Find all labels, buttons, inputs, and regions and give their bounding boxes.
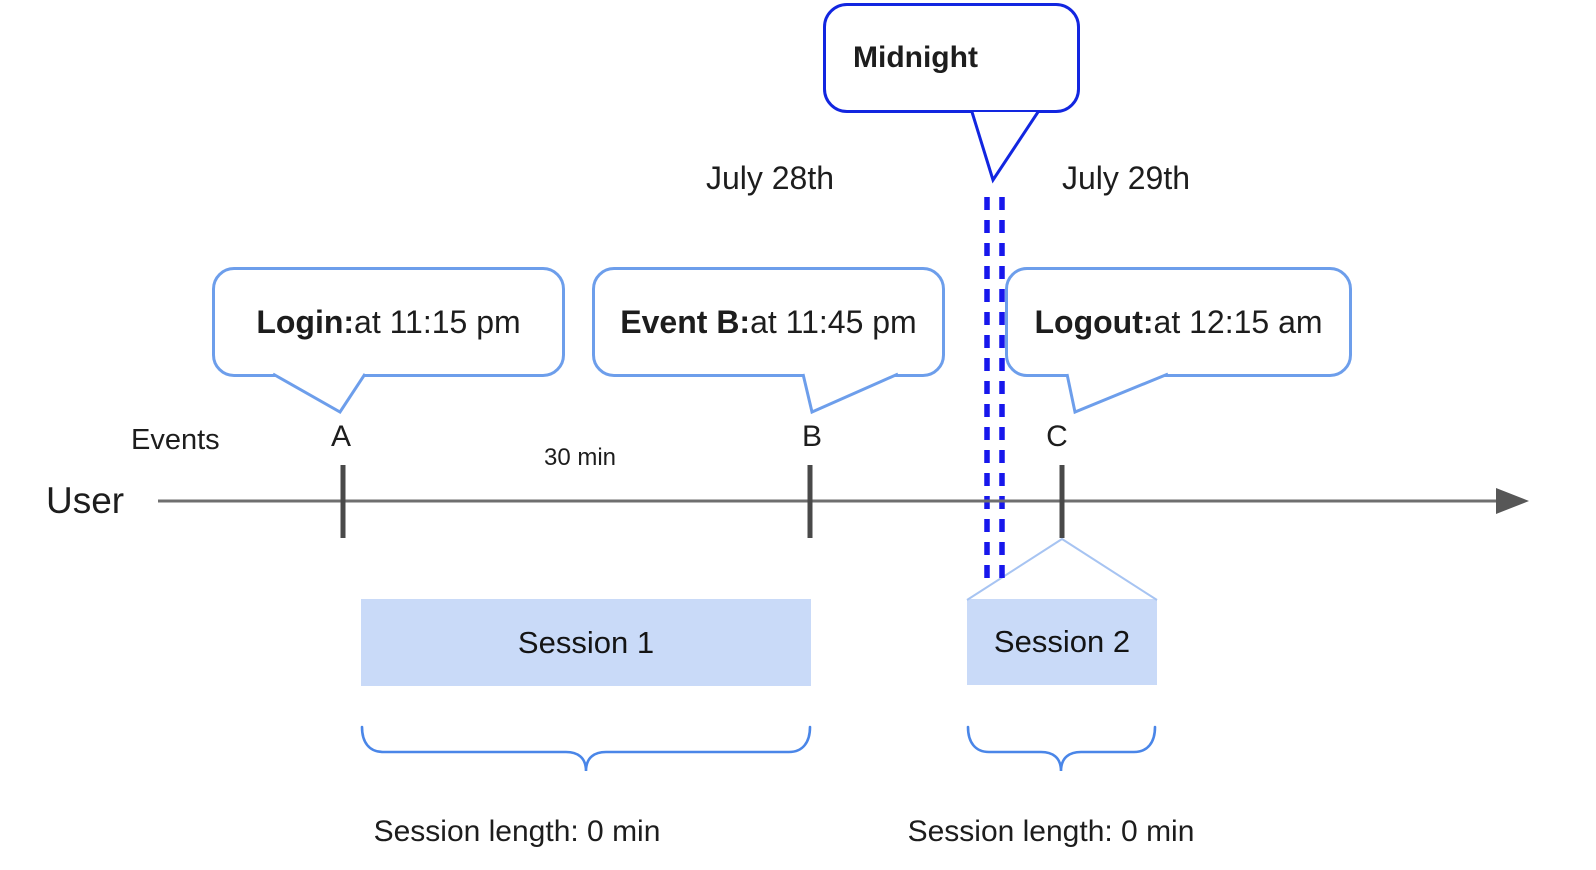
session-2-connector-triangle bbox=[966, 537, 1158, 601]
logout-callout-title: Logout: bbox=[1034, 303, 1154, 340]
user-axis-label: User bbox=[46, 480, 125, 521]
interval-label: 30 min bbox=[543, 444, 617, 471]
midnight-callout-label: Midnight bbox=[853, 41, 978, 74]
login-callout-text: at 11:15 pm bbox=[354, 303, 521, 340]
event-marker-a: A bbox=[330, 420, 351, 453]
session-1-label: Session 1 bbox=[517, 624, 655, 660]
login-callout: Login: at 11:15 pm bbox=[212, 267, 565, 377]
event-b-callout-tail bbox=[801, 372, 899, 415]
logout-callout-tail bbox=[1065, 372, 1169, 415]
session-2-label: Session 2 bbox=[993, 624, 1131, 659]
session-2-brace bbox=[966, 725, 1157, 772]
event-marker-c: C bbox=[1046, 420, 1068, 453]
timeline-arrowhead-icon bbox=[1496, 488, 1529, 514]
event-b-callout-title: Event B: bbox=[620, 303, 751, 340]
session-1-length-label: Session length: 0 min bbox=[373, 815, 661, 848]
midnight-divider-lines bbox=[984, 197, 1005, 582]
logout-callout-text: at 12:15 am bbox=[1153, 303, 1323, 340]
events-axis-label: Events bbox=[131, 424, 220, 456]
timeline-ticks bbox=[340, 465, 1065, 538]
logout-callout: Logout: at 12:15 am bbox=[1005, 267, 1352, 377]
login-callout-title: Login: bbox=[256, 303, 355, 340]
event-marker-b: B bbox=[801, 420, 822, 453]
session-2-box: Session 2 bbox=[967, 599, 1157, 685]
session-1-brace bbox=[360, 725, 812, 772]
session-1-box: Session 1 bbox=[361, 599, 811, 686]
event-b-callout: Event B: at 11:45 pm bbox=[592, 267, 945, 377]
date-label-july-28: July 28th bbox=[705, 160, 835, 196]
session-2-length-label: Session length: 0 min bbox=[907, 815, 1195, 848]
event-b-callout-text: at 11:45 pm bbox=[750, 303, 917, 340]
date-label-july-29: July 29th bbox=[1061, 160, 1191, 196]
login-callout-tail bbox=[272, 372, 367, 414]
midnight-callout: Midnight bbox=[823, 3, 1080, 113]
